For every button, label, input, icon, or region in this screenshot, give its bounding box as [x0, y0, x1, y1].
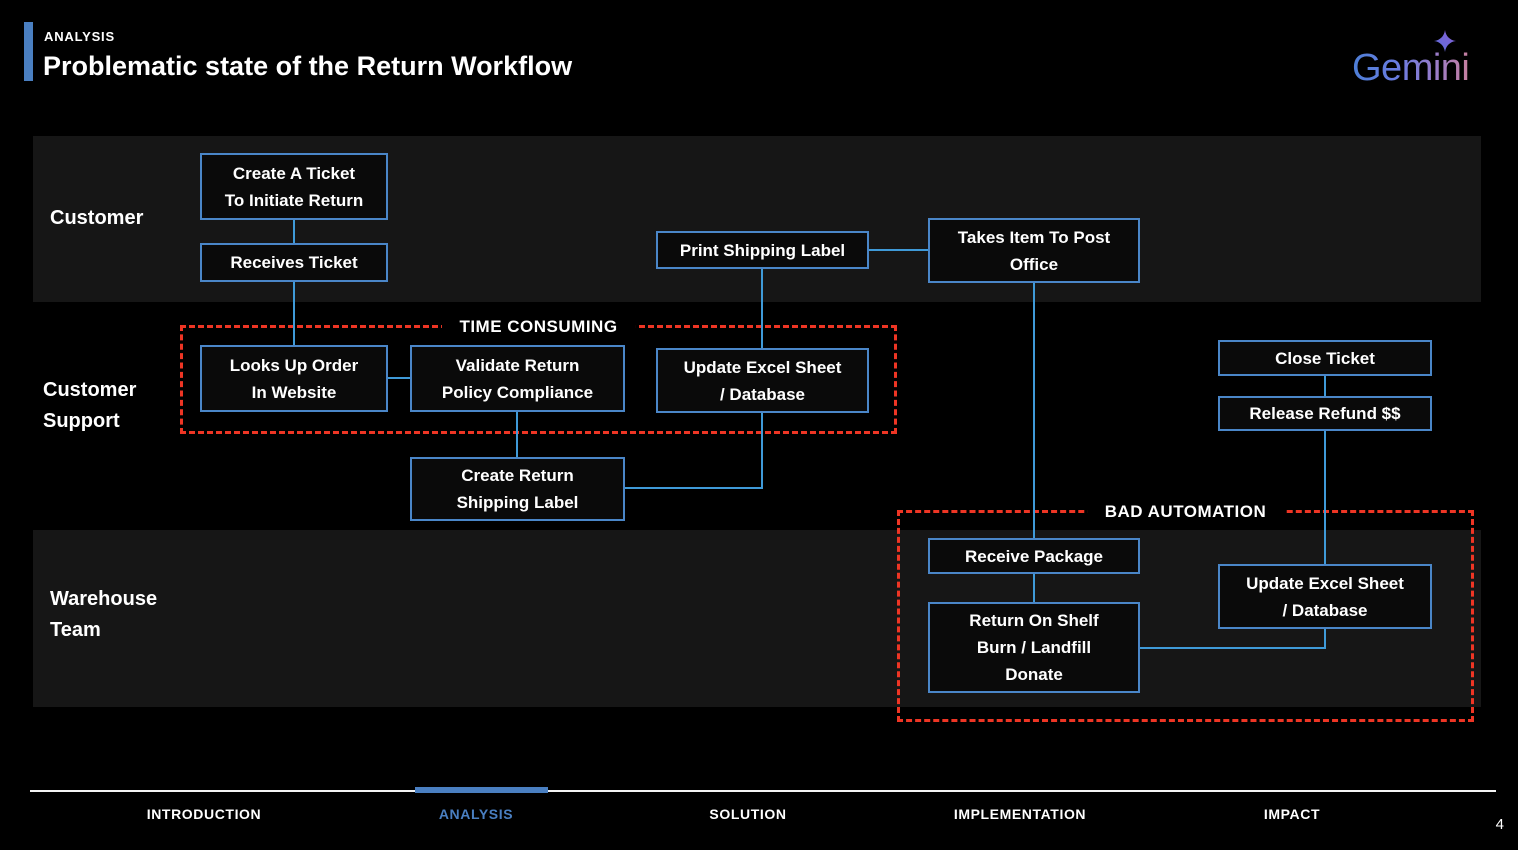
active-section-indicator	[415, 787, 548, 793]
page-number: 4	[1495, 816, 1504, 833]
connector-updatecs-elbow-vertical	[761, 412, 763, 489]
connector-closeticket-to-refund	[1324, 376, 1326, 396]
flow-box-receive-package: Receive Package	[928, 538, 1140, 574]
connector-receives-to-looksup	[293, 282, 295, 345]
flow-box-takes-item-to-post-office: Takes Item To Post Office	[928, 218, 1140, 283]
connector-validate-to-createreturn	[516, 412, 518, 457]
connector-create-to-receives	[293, 220, 295, 243]
sparkle-icon	[1434, 30, 1456, 52]
flow-box-create-ticket: Create A Ticket To Initiate Return	[200, 153, 388, 220]
gemini-logo: Gemini	[1352, 30, 1492, 94]
connector-printlabel-to-updatecs	[761, 269, 763, 348]
footer-divider-line	[30, 790, 1496, 792]
lane-label-warehouse-team: Warehouse Team	[50, 588, 158, 641]
flow-box-update-excel-wh: Update Excel Sheet / Database	[1218, 564, 1432, 629]
time-consuming-region: TIME CONSUMING	[180, 315, 897, 434]
header-accent-bar	[24, 22, 33, 81]
nav-item-introduction[interactable]: INTRODUCTION	[146, 806, 262, 822]
connector-updatecs-elbow-horizontal	[625, 487, 763, 489]
nav-item-solution[interactable]: SOLUTION	[709, 806, 787, 822]
connector-updatewh-elbow-vertical	[1324, 629, 1326, 649]
flow-box-print-shipping-label: Print Shipping Label	[656, 231, 869, 269]
nav-item-analysis[interactable]: ANALYSIS	[438, 806, 514, 822]
time-consuming-label: TIME CONSUMING	[441, 315, 636, 339]
nav-item-implementation[interactable]: IMPLEMENTATION	[953, 806, 1087, 822]
connector-refund-to-updatewh	[1324, 431, 1326, 564]
gemini-wordmark: Gemini	[1352, 47, 1470, 89]
flow-box-return-on-shelf: Return On Shelf Burn / Landfill Donate	[928, 602, 1140, 693]
connector-printlabel-to-takesitem	[869, 249, 928, 251]
connector-updatewh-elbow-horizontal	[1140, 647, 1326, 649]
flow-box-create-return-shipping-label: Create Return Shipping Label	[410, 457, 625, 521]
bad-automation-label: BAD AUTOMATION	[1086, 500, 1285, 524]
flow-box-update-excel-cs: Update Excel Sheet / Database	[656, 348, 869, 413]
nav-item-impact[interactable]: IMPACT	[1263, 806, 1321, 822]
page-title: Problematic state of the Return Workflow	[43, 51, 573, 81]
connector-looksup-to-validate	[388, 377, 410, 379]
connector-takesitem-to-receivepackage	[1033, 283, 1035, 538]
bad-automation-region: BAD AUTOMATION	[897, 500, 1474, 722]
flow-box-close-ticket: Close Ticket	[1218, 340, 1432, 376]
flow-box-receives-ticket: Receives Ticket	[200, 243, 388, 282]
flow-box-looks-up-order: Looks Up Order In Website	[200, 345, 388, 412]
flow-box-validate-return-policy: Validate Return Policy Compliance	[410, 345, 625, 412]
lane-label-customer-support: Customer Support	[43, 379, 137, 432]
section-eyebrow: ANALYSIS	[44, 29, 115, 44]
section-nav: INTRODUCTION ANALYSIS SOLUTION IMPLEMENT…	[68, 806, 1428, 822]
flow-box-release-refund: Release Refund $$	[1218, 396, 1432, 431]
lane-label-customer: Customer	[50, 207, 144, 229]
connector-receivepackage-to-returnshelf	[1033, 574, 1035, 602]
